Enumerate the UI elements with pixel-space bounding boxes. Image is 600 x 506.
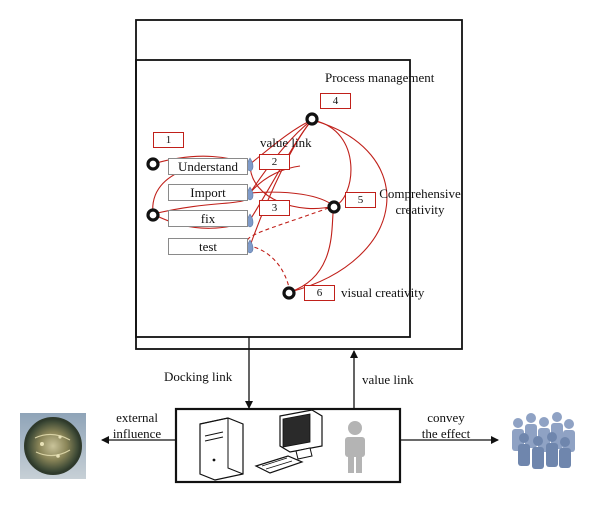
step-box-2: 2: [259, 154, 290, 170]
external-influence-label: external influence: [112, 410, 162, 441]
droplet-markers: [246, 157, 254, 254]
task-test: test: [168, 238, 248, 255]
value-link-bottom-label: value link: [362, 372, 414, 387]
keyboard-icon: [254, 455, 304, 474]
globe-photo-icon: [20, 413, 86, 479]
node-left-bottom: [146, 208, 160, 222]
inner-frame: [135, 59, 411, 338]
convey-the-effect-label: convey the effect: [421, 410, 471, 441]
task-understand: Understand: [168, 158, 248, 175]
task-import: Import: [168, 184, 248, 201]
task-fix: fix: [168, 210, 248, 227]
visual-creativity-label: visual creativity: [341, 285, 425, 300]
ring-nodes: [146, 112, 341, 300]
comprehensive-creativity-label: Comprehensive creativity: [379, 186, 461, 217]
node-left-top: [146, 157, 160, 171]
step-box-1: 1: [153, 132, 184, 148]
monitor-icon: [279, 409, 323, 460]
crowd-icon: [512, 412, 575, 469]
step-box-3: 3: [259, 200, 290, 216]
node-comprehensive-creativity: [327, 200, 341, 214]
docking-link-label: Docking link: [164, 369, 233, 384]
process-management-label: Process management: [325, 70, 435, 85]
step-box-5: 5: [345, 192, 376, 208]
step-box-4: 4: [320, 93, 351, 109]
node-process-management: [305, 112, 319, 126]
person-icon: [345, 421, 365, 473]
node-visual-creativity: [282, 286, 296, 300]
step-box-6: 6: [304, 285, 335, 301]
value-link-top-label: value link: [260, 135, 312, 150]
computer-tower-icon: [199, 417, 244, 481]
